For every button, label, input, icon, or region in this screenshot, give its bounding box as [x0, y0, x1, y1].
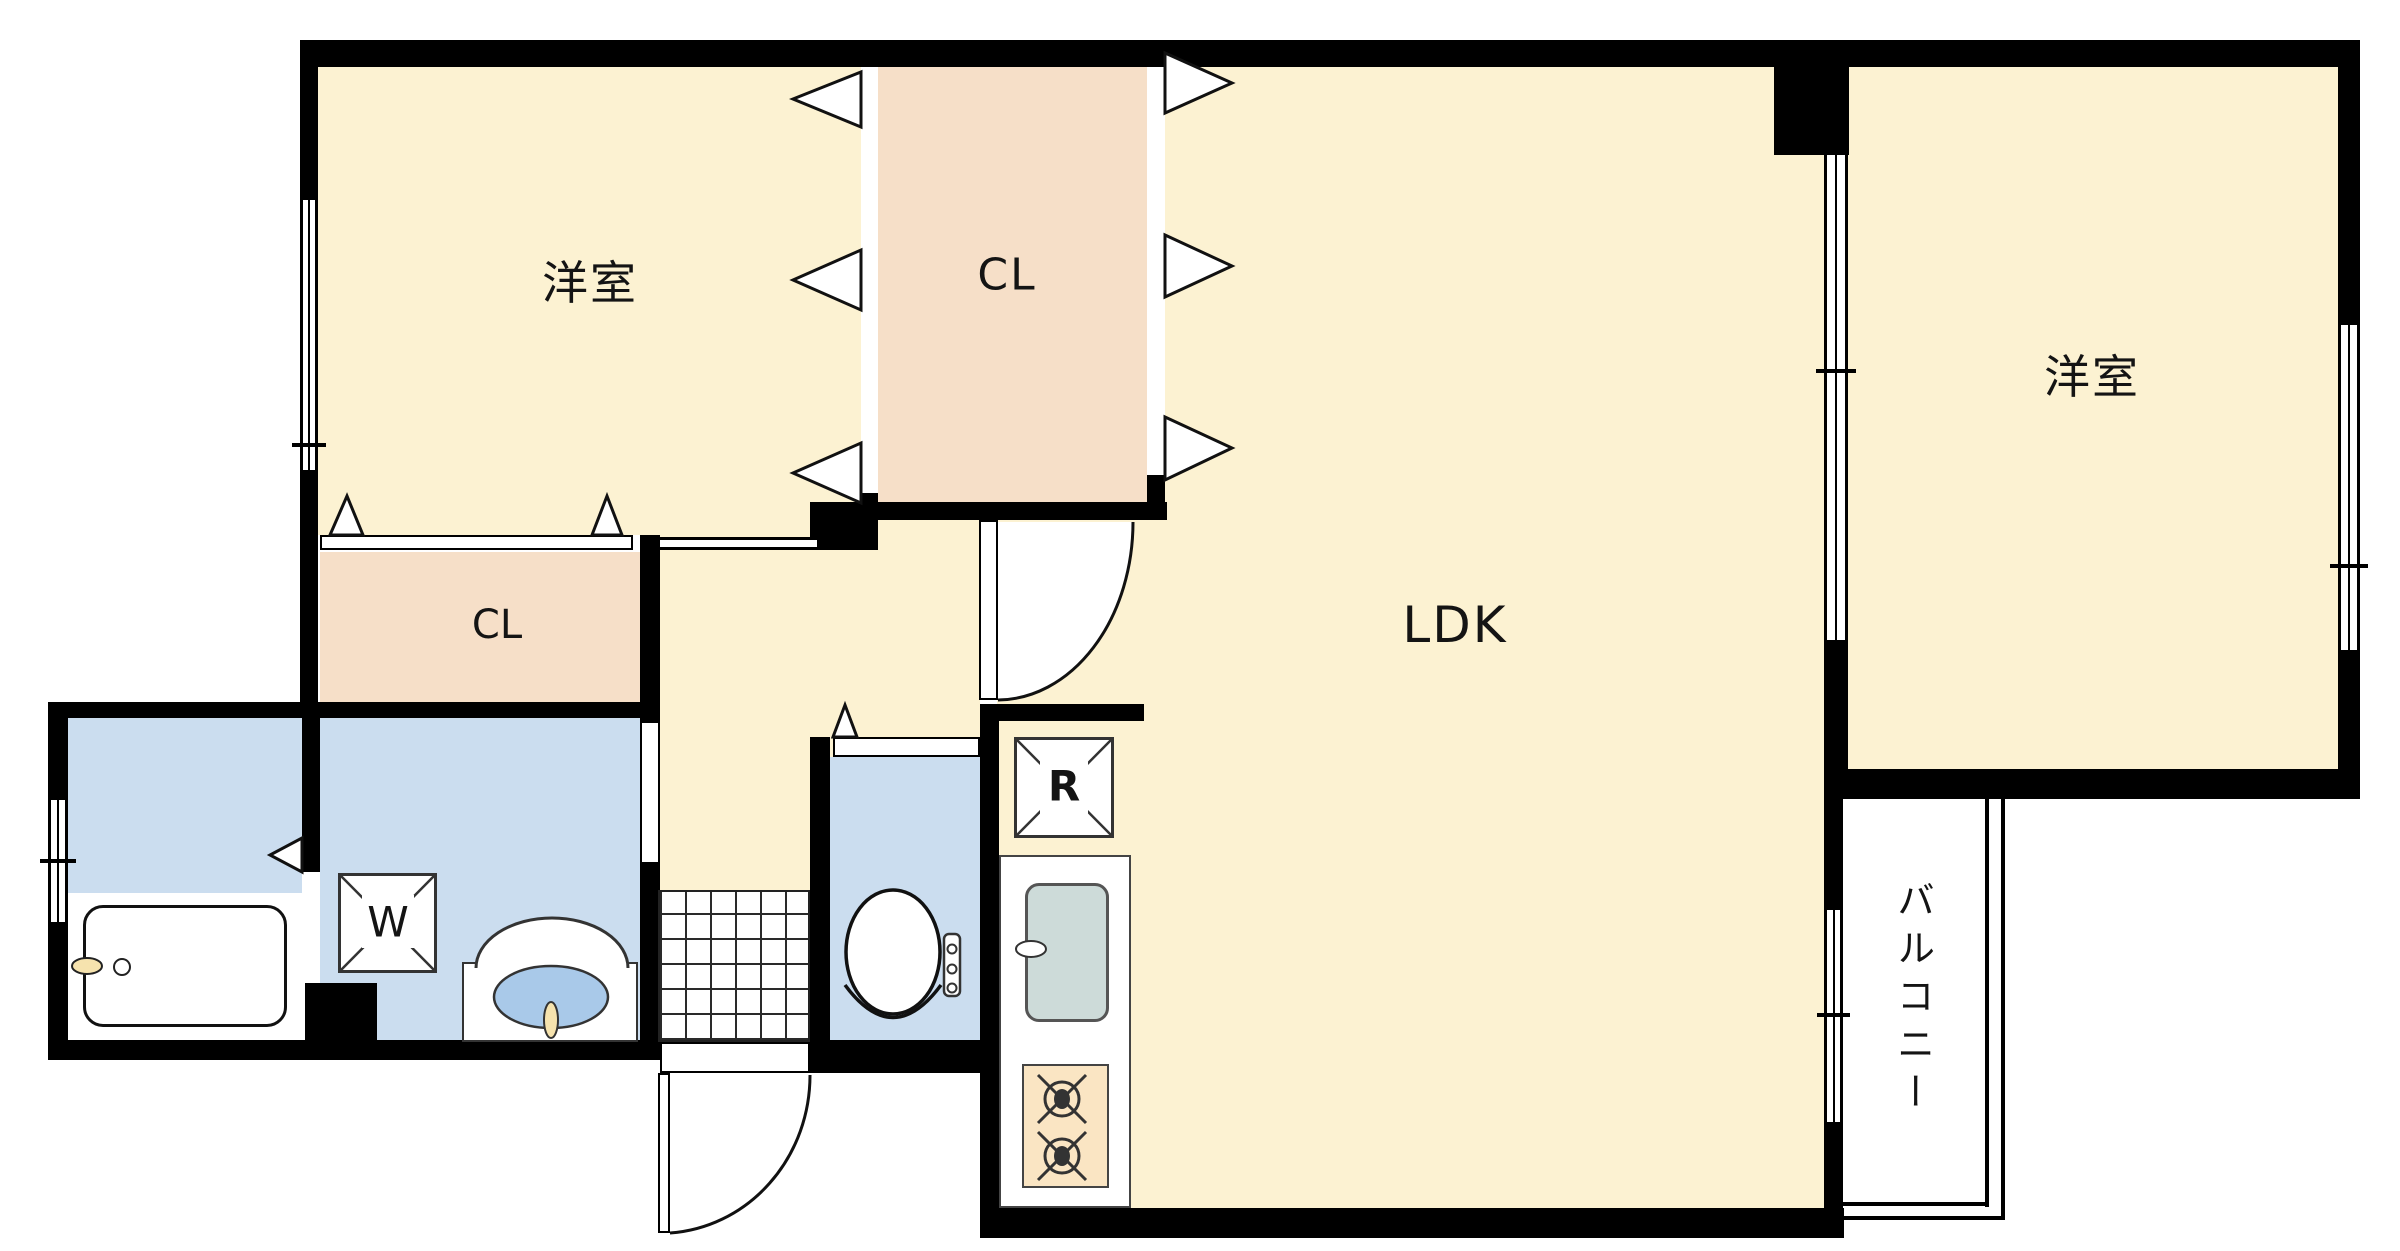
r-chip: [1040, 760, 1088, 814]
window-ldk-western: [1824, 155, 1848, 640]
label-refrigerator: R: [1047, 761, 1081, 811]
wall-block-top: [48, 702, 660, 718]
label-closet-lower: CL: [471, 602, 523, 648]
wall-block-left-upper: [48, 702, 68, 800]
wall-right-lower: [2338, 650, 2360, 799]
slide-triangle-left-2: [789, 247, 863, 313]
wall-bath-divider: [302, 713, 320, 872]
tub-drain: [113, 958, 131, 976]
entrance-door-arc: [669, 1074, 812, 1235]
entrance-door-leaf: [658, 1073, 670, 1233]
wall-right-upper: [2338, 40, 2360, 325]
wall-toilet-bottom: [810, 1040, 999, 1073]
stub-left-band: [861, 493, 878, 502]
step-block: [305, 983, 377, 1040]
burner: [1036, 1073, 1088, 1125]
stove: [1022, 1064, 1109, 1188]
room-western-left: [318, 67, 861, 535]
w-chip: [362, 895, 414, 948]
label-ldk: LDK: [1402, 596, 1508, 654]
wall-ldk-bottom: [980, 1208, 1844, 1238]
balcony-rail-right-inner: [1985, 799, 1989, 1207]
label-balcony: バルコニー: [1890, 880, 1935, 1120]
bath-door-triangle: [266, 835, 304, 875]
basin-backsplash: [474, 916, 630, 969]
ldk-door-swing: [998, 522, 1133, 700]
label-washing-machine: W: [367, 897, 409, 947]
label-western-left: 洋室: [542, 256, 638, 310]
window-tick: [40, 859, 76, 863]
window-tick: [292, 443, 326, 447]
wall-balcony-upper: [1824, 799, 1843, 910]
wall-block-bottom: [48, 1040, 660, 1060]
slide-triangle-right-1: [1163, 50, 1236, 116]
window-tick: [1816, 369, 1856, 373]
wall-ldk-western-lower: [1824, 640, 1848, 769]
wall-left-upper: [300, 40, 318, 200]
wall-fridge-nook-top: [984, 704, 1144, 721]
window-western-left: [300, 200, 318, 470]
toilet-seat: [843, 983, 943, 1020]
wall-left-lower: [300, 470, 318, 718]
balcony-rail-bottom-outer: [1843, 1216, 2005, 1220]
wall-top: [305, 40, 2360, 67]
wall-closet-lower-right: [640, 535, 660, 723]
opening-hallway: [660, 537, 817, 550]
wall-closet-top-bottom: [810, 502, 1167, 520]
balcony-rail-right-outer: [2001, 799, 2005, 1220]
room-closet-lower: [320, 552, 640, 702]
tub-faucet: [71, 957, 103, 975]
wall-bridge: [810, 502, 878, 550]
basin-knob: [543, 1001, 559, 1039]
entrance-door-swing: [670, 1075, 811, 1233]
panel-dot: [946, 943, 958, 955]
ldk-door-leaf: [979, 520, 998, 700]
door-washroom: [640, 723, 660, 862]
slide-triangle-up-2: [589, 491, 625, 537]
panel-dot: [946, 963, 958, 975]
wall-washroom-right: [640, 862, 660, 1042]
balcony-rail-bottom-inner: [1843, 1202, 1989, 1206]
burner: [1036, 1130, 1088, 1182]
genkan-tile: [658, 890, 810, 1042]
room-closet-top: [878, 67, 1147, 502]
window-tick: [1817, 1013, 1850, 1017]
toilet-bowl: [844, 888, 942, 1016]
wall-kitchen-left: [980, 704, 999, 1208]
label-closet-top: CL: [977, 249, 1037, 301]
stub-right-band: [1147, 475, 1165, 502]
door-closet-lower: [320, 535, 633, 550]
slide-triangle-left-1: [788, 69, 863, 130]
wall-ldk-western-upper: [1824, 67, 1848, 155]
room-balcony: [1843, 799, 1985, 1202]
entrance-threshold: [660, 1042, 810, 1073]
label-western-right: 洋室: [2044, 350, 2140, 404]
sink-faucet: [1015, 940, 1047, 958]
slide-triangle-up-1: [327, 492, 366, 537]
window-tick: [2330, 564, 2368, 568]
toilet-door-triangle: [830, 700, 860, 739]
slide-triangle-right-2: [1163, 232, 1236, 300]
ldk-door-arc: [997, 521, 1135, 702]
wall-western-right-bottom: [1824, 769, 2360, 799]
slide-triangle-right-3: [1163, 414, 1236, 483]
window-western-right: [2338, 325, 2360, 650]
panel-dot: [946, 982, 958, 994]
room-ldk: [1165, 67, 1824, 1208]
wall-toilet-left: [810, 737, 830, 1060]
door-toilet: [833, 737, 980, 757]
wall-block-left-lower: [48, 922, 68, 1042]
room-western-right: [1848, 67, 2338, 769]
slide-triangle-left-3: [789, 440, 863, 506]
